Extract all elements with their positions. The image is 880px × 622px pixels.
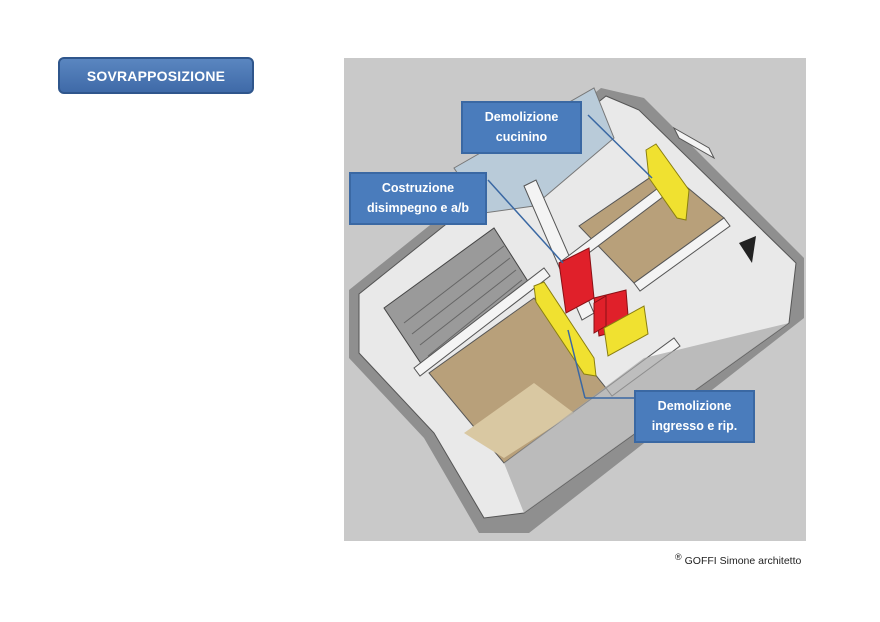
callout-disimpegno-line1: Costruzione — [381, 181, 455, 196]
title-text: SOVRAPPOSIZIONE — [86, 67, 226, 84]
credit-text: GOFFI Simone architetto — [684, 555, 802, 567]
title-badge: SOVRAPPOSIZIONE — [58, 57, 254, 94]
stair-steps — [403, 245, 523, 357]
callout-disimpegno-line2: disimpegno e a/b — [366, 200, 470, 215]
callout-ingresso-line1: Demolizione — [657, 399, 732, 414]
registered-trademark-icon: ® — [675, 552, 682, 562]
callout-cucinino-line2: cucinino — [495, 129, 548, 144]
callout-ingresso-line2: ingresso e rip. — [651, 418, 738, 433]
callout-costruzione-disimpegno: Costruzione disimpegno e a/b — [349, 172, 487, 225]
callout-cucinino-line1: Demolizione — [484, 110, 559, 125]
callout-demolizione-cucinino: Demolizione cucinino — [461, 101, 582, 154]
author-credit: ®GOFFI Simone architetto — [675, 552, 801, 567]
stairwell-opening — [739, 236, 756, 263]
callout-demolizione-ingresso: Demolizione ingresso e rip. — [634, 390, 755, 443]
floor-light-patch — [464, 383, 574, 458]
